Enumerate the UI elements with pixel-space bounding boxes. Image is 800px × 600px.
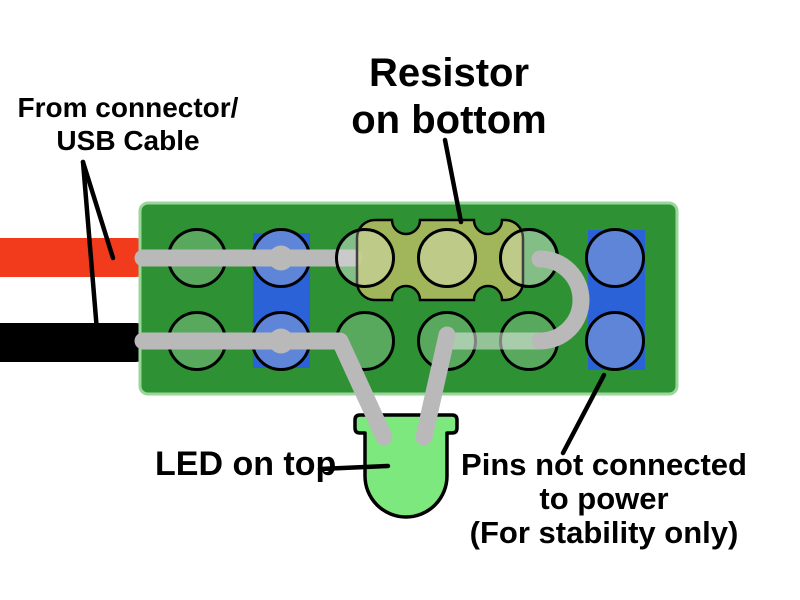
solder-bump — [268, 245, 294, 271]
resistor-label: Resistor on bottom — [309, 50, 589, 144]
pin-pad-stability — [585, 311, 645, 371]
resistor-lead-pads — [335, 228, 559, 288]
usb-cable-red-wire — [0, 238, 155, 277]
jumper-wire-hook — [531, 250, 590, 350]
jumper-wire-ground — [134, 332, 393, 446]
usb-cable-black-wire — [0, 323, 155, 362]
resistor-pad — [417, 228, 477, 288]
pins-label-line1: Pins not connected — [461, 447, 747, 482]
pointer-line-led — [317, 463, 391, 472]
usb-label-line1: From connector/ — [17, 92, 239, 123]
pointer-line-red-wire — [80, 159, 116, 261]
annotation-lines — [80, 137, 607, 472]
led-lead-wire — [415, 326, 456, 446]
pin-pad-stability — [585, 228, 645, 288]
resistor-pad — [335, 228, 395, 288]
stability-pins-label: Pins not connected to power (For stabili… — [444, 448, 764, 550]
pointer-line-stability-pins — [560, 372, 607, 456]
resistor-body — [355, 218, 525, 302]
solder-bump — [268, 328, 294, 354]
led-label: LED on top — [155, 445, 337, 483]
pointer-line-black-wire — [80, 159, 101, 346]
usb-label-line2: USB Cable — [56, 125, 200, 156]
resistor-label-line2: on bottom — [351, 98, 547, 142]
pins-label-line3: (For stability only) — [469, 515, 739, 550]
pointer-line-resistor — [442, 137, 464, 225]
pins-label-line2: to power — [539, 481, 669, 516]
resistor-label-line1: Resistor — [368, 51, 530, 95]
usb-cable-label: From connector/ USB Cable — [0, 91, 256, 157]
